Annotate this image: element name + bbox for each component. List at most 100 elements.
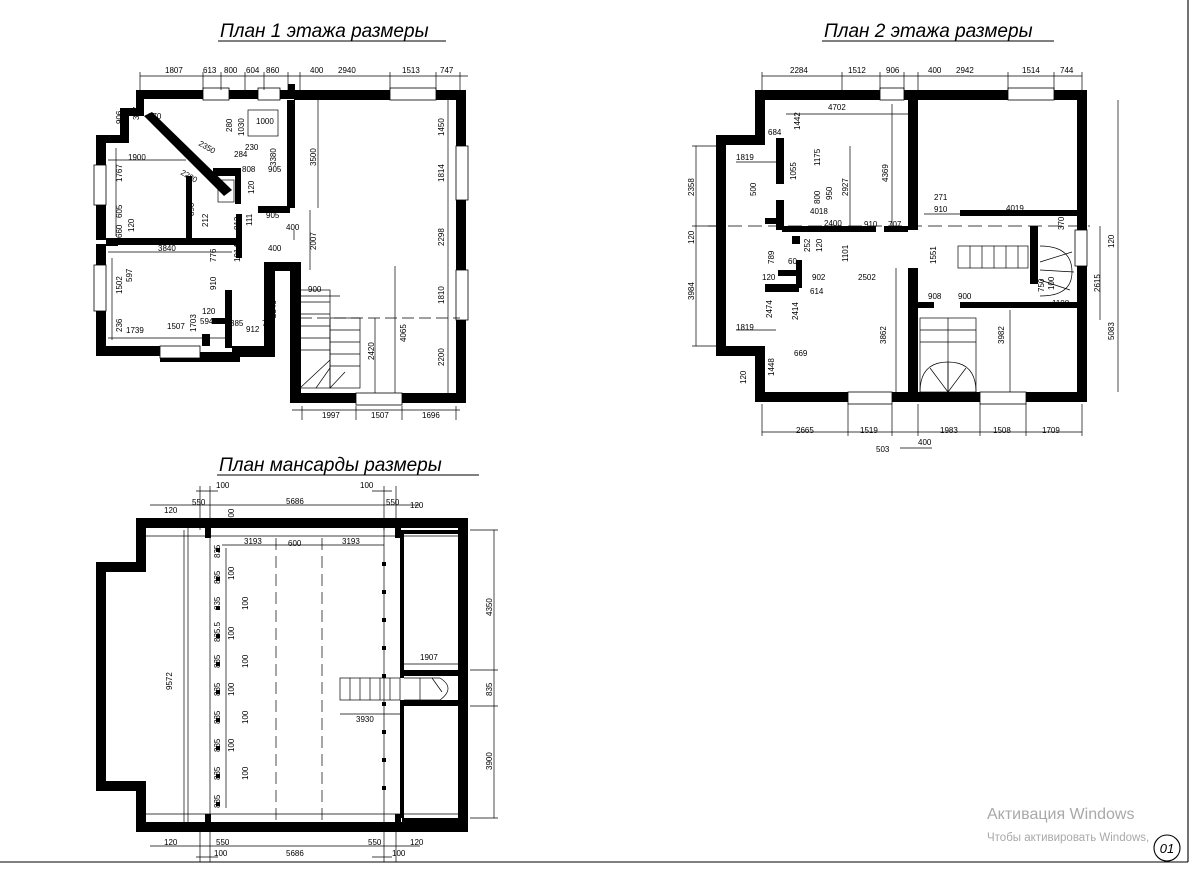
dim: 100 [227, 682, 236, 696]
dim: 808 [242, 165, 256, 174]
dim: 1819 [736, 153, 754, 162]
sheet-number-circle [1153, 834, 1181, 862]
dim: 2474 [765, 300, 774, 318]
attic-title: План мансарды размеры [219, 455, 442, 476]
dim: 5686 [286, 849, 304, 858]
dim: 120 [164, 838, 178, 847]
dim: 400 [286, 223, 300, 232]
dim: 3930 [356, 715, 374, 724]
dim: 1507 [167, 322, 185, 331]
dim: 1508 [993, 426, 1011, 435]
dim: 100 [216, 481, 230, 490]
plan1-drawing: 1807 613 800 604 860 400 2940 1513 747 9… [93, 66, 469, 420]
dim: 4369 [881, 164, 890, 182]
dim: 1983 [940, 426, 958, 435]
dim: 120 [687, 230, 696, 244]
dim: 1507 [371, 411, 389, 420]
dim: 906 [886, 66, 900, 75]
dim: 2665 [796, 426, 814, 435]
dim: 4350 [485, 598, 494, 616]
dim: 835 [213, 794, 222, 808]
dim: 1519 [860, 426, 878, 435]
dim: 3193 [342, 537, 360, 546]
dim: 1551 [929, 246, 938, 264]
dim: 1108 [1052, 299, 1070, 308]
dim: 5686 [286, 497, 304, 506]
dim: 212 [201, 213, 210, 227]
dim: 4018 [810, 207, 828, 216]
attic-title-group: План мансарды размеры [217, 455, 479, 476]
plan1-outer-walls [96, 84, 466, 403]
dim: 800 [813, 190, 822, 204]
plan1-windows [93, 87, 469, 406]
dim: 835 [213, 682, 222, 696]
dim: 2007 [309, 232, 318, 250]
plan1-interior-walls [106, 100, 295, 348]
dim: 789 [767, 250, 776, 264]
dim: 120 [202, 307, 216, 316]
dim: 120 [815, 238, 824, 252]
dim: 2400 [824, 219, 842, 228]
dim: 280 [225, 118, 234, 132]
attic-dimension-labels: 100 100 550 5686 550 120 120 3193 600 31… [164, 481, 494, 858]
dim: 910 [934, 205, 948, 214]
dim: 550 [386, 498, 400, 507]
dim: 600 [288, 539, 302, 548]
dim: 2502 [858, 273, 876, 282]
plan2-interior-walls [765, 100, 1077, 392]
plan2-drawing: 2284 1512 906 400 2942 1514 744 4702 684… [687, 66, 1119, 454]
dim: 835 [213, 766, 222, 780]
plan2-dimension-lines [692, 72, 1119, 449]
dim: 400 [310, 66, 324, 75]
dim: 660 [115, 224, 124, 238]
dim: 860 [266, 66, 280, 75]
dim: 230 [245, 143, 259, 152]
dim: 614 [810, 287, 824, 296]
plan1-title-group: План 1 этажа размеры [218, 21, 446, 42]
dim: 2942 [956, 66, 974, 75]
dim: 604 [246, 66, 260, 75]
plan1-box-fixture [217, 179, 235, 203]
dim: 906 [115, 110, 124, 124]
dim: 120 [127, 218, 136, 232]
dim: 9572 [165, 672, 174, 690]
dim: 812 [233, 216, 242, 230]
dim: 100 [241, 654, 250, 668]
dim: 900 [308, 285, 322, 294]
dim: 2543 [269, 300, 278, 318]
dim: 1055 [789, 162, 798, 180]
dim: 284 [234, 150, 248, 159]
dim: 613 [203, 66, 217, 75]
dim: 252 [803, 238, 812, 252]
dim: 2200 [437, 348, 446, 366]
dim: 1810 [437, 286, 446, 304]
dim: 3900 [485, 752, 494, 770]
dim: 669 [794, 349, 808, 358]
dim: 2298 [437, 228, 446, 246]
dim: 120 [164, 506, 178, 515]
dim: 3380 [269, 148, 278, 166]
dim: 2420 [367, 342, 376, 360]
dim: 100 [360, 481, 374, 490]
dim: 910 [864, 220, 878, 229]
dim: 4065 [399, 324, 408, 342]
dim: 4702 [828, 103, 846, 112]
dim: 1000 [256, 117, 274, 126]
dim: 400 [268, 244, 282, 253]
plan1-dimension-labels: 1807 613 800 604 860 400 2940 1513 747 9… [115, 66, 454, 420]
dim: 2615 [1093, 274, 1102, 292]
plan1-staircase [299, 289, 460, 389]
dim: 1030 [237, 118, 246, 136]
dim: 1514 [1022, 66, 1040, 75]
dim: 835 [213, 738, 222, 752]
windows-activation-subtitle: Чтобы активировать Windows, [987, 832, 1150, 844]
dim: 503 [876, 445, 890, 454]
dim: 100 [227, 566, 236, 580]
dim: 776 [209, 248, 218, 262]
dim: 100 [241, 596, 250, 610]
dim: 900 [958, 292, 972, 301]
dim: 100 [214, 849, 228, 858]
dim: 2350 [197, 139, 217, 156]
dim: 100 [392, 849, 406, 858]
